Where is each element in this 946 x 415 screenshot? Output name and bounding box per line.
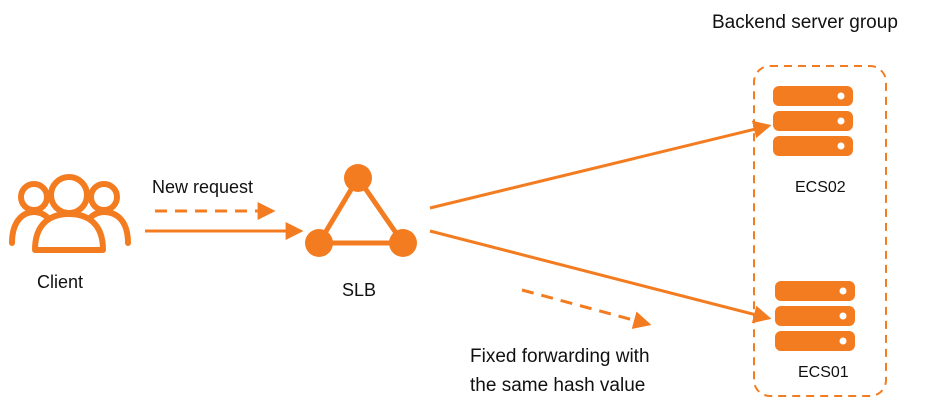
slb-to-ecs01-arrow (429, 229, 772, 324)
server-icon (775, 281, 855, 351)
load-balancer-icon (305, 164, 417, 257)
slb-label: SLB (342, 280, 377, 300)
fixed-forwarding-dashed-arrow (521, 288, 652, 329)
ecs01-label: ECS01 (798, 364, 849, 381)
server-icon (773, 86, 853, 156)
client-label: Client (37, 272, 84, 292)
backend-group-border (753, 65, 887, 397)
slb-to-ecs02-arrow (429, 120, 772, 210)
ecs02-label: ECS02 (795, 179, 846, 196)
fixed-forwarding-line-2: the same hash value (470, 375, 646, 396)
users-icon (9, 174, 131, 253)
fixed-forwarding-line-1: Fixed forwarding with (470, 346, 650, 367)
new-request-label: New request (152, 177, 254, 197)
fixed-forwarding-label: Fixed forwarding with the same hash valu… (470, 342, 700, 400)
backend-group-title: Backend server group (712, 12, 898, 33)
